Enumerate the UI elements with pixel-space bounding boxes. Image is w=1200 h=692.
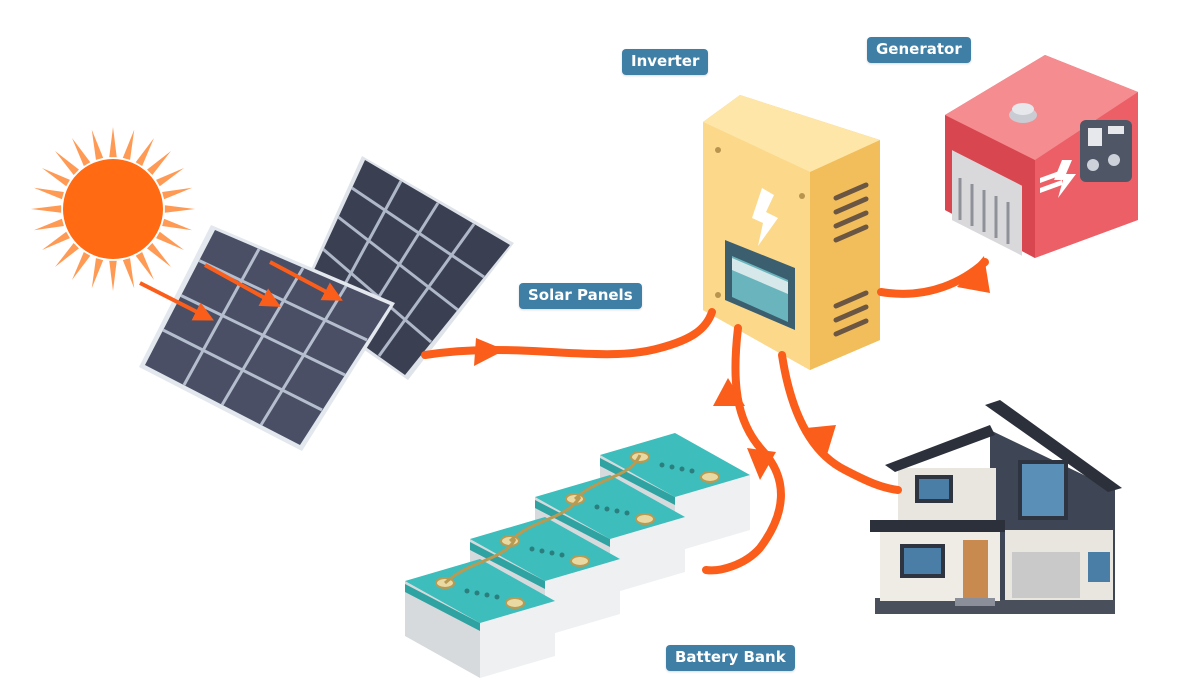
generator-label: Generator	[867, 37, 971, 63]
battery-lid-edge	[600, 458, 675, 505]
sun-ray	[135, 252, 154, 281]
battery	[405, 559, 555, 678]
sun-ray	[164, 205, 195, 213]
sun-icon	[31, 127, 195, 291]
sunlight-arrows	[139, 260, 343, 321]
inverter-label: Inverter	[622, 49, 709, 75]
sun-ray	[55, 151, 79, 175]
battery-cell-dot	[484, 592, 490, 598]
battery-bank-label: Battery Bank	[666, 645, 795, 671]
sun-ray	[156, 168, 185, 187]
sun-ray	[91, 129, 104, 160]
battery-cell-dot	[594, 504, 600, 510]
sun-ray	[31, 205, 62, 213]
sun-ray	[91, 258, 104, 289]
sun-ray	[41, 168, 70, 187]
inverter	[703, 95, 880, 370]
sun-ray	[41, 231, 70, 250]
sun-ray	[55, 243, 79, 267]
battery-cell-dot	[539, 548, 545, 554]
battery-cell-dot	[559, 552, 565, 558]
sun-ray	[109, 127, 117, 158]
battery-cell-dot	[689, 468, 695, 474]
energy-flow-arrowheads	[474, 256, 990, 480]
battery-bank	[405, 433, 750, 678]
sun-ray	[135, 137, 154, 166]
sun-ray	[72, 252, 91, 281]
sun-ray	[33, 187, 64, 200]
battery-lid-edge	[470, 542, 545, 589]
solar-panels-label: Solar Panels	[519, 283, 642, 309]
sun-ray	[147, 151, 171, 175]
sun-ray	[156, 231, 185, 250]
battery-front	[675, 475, 750, 552]
battery-cell-dot	[474, 590, 480, 596]
battery-front	[480, 601, 555, 678]
battery-cell-dot	[624, 510, 630, 516]
battery-terminal	[635, 513, 655, 525]
battery-cell-dot	[549, 550, 555, 556]
battery-lid-edge	[535, 500, 610, 547]
battery-cell-dot	[659, 462, 665, 468]
house	[870, 400, 1122, 614]
sun-ray	[122, 258, 135, 289]
sun-ray	[122, 129, 135, 160]
sun-ray	[162, 218, 193, 231]
battery-cell-dot	[464, 588, 470, 594]
battery-front	[610, 517, 685, 594]
battery-terminal	[700, 471, 720, 483]
battery-lid-edge	[405, 584, 480, 631]
battery-terminal	[570, 555, 590, 567]
sun-ray	[33, 218, 64, 231]
generator	[945, 55, 1138, 258]
battery-side	[405, 581, 480, 678]
lightning-icon	[1054, 160, 1076, 198]
battery-cell-dot	[679, 466, 685, 472]
battery-cell-dot	[669, 464, 675, 470]
sun-ray	[162, 187, 193, 200]
sun-ray	[109, 260, 117, 291]
battery-cell-dot	[494, 594, 500, 600]
sun-ray	[72, 137, 91, 166]
sun-ray	[147, 243, 171, 267]
battery-cell-dot	[604, 506, 610, 512]
battery-front	[545, 559, 620, 636]
battery-cell-dot	[529, 546, 535, 552]
lightning-icon	[752, 188, 778, 246]
battery-cables	[443, 454, 642, 585]
battery-cell-dot	[614, 508, 620, 514]
battery-terminal	[505, 597, 525, 609]
